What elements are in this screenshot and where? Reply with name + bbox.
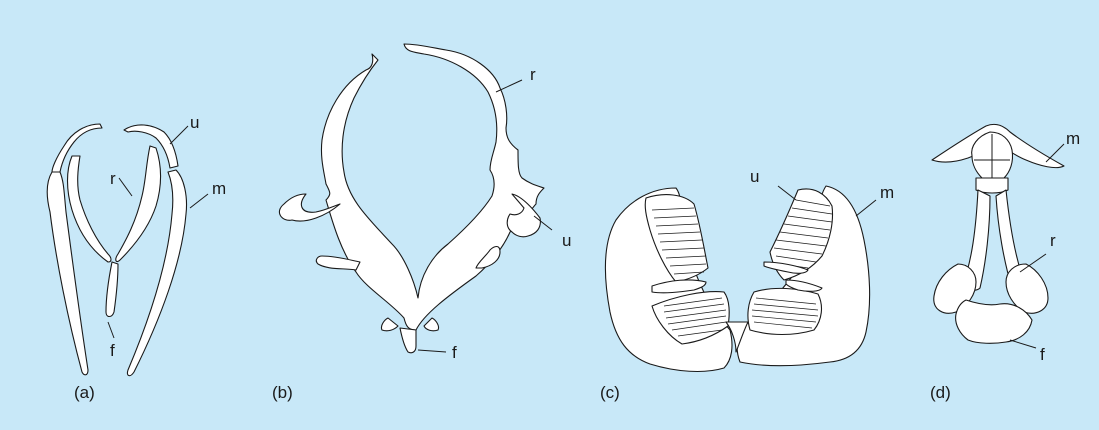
panel-a-r-leader [119,178,132,196]
panel-b-r-leader [496,80,522,92]
panel-c-caption: (c) [600,384,620,401]
panel-b-base-notch-left [381,318,398,331]
panel-d-caption: (d) [930,384,951,401]
panel-a-caption: (a) [74,384,95,401]
panel-a-drawing [47,124,208,376]
panel-c-label-m: m [880,184,894,201]
panel-a-left-inner-element [68,156,112,262]
panel-d-m-leader [1046,144,1064,162]
panel-b-label-u: u [562,232,571,249]
panel-c-label-u: u [750,168,759,185]
panel-b-caption: (b) [272,384,293,401]
panel-a-label-m: m [212,180,226,197]
panel-b-base-notch-right [424,318,439,331]
panel-b-label-f: f [452,344,457,361]
panel-a-center-rod [106,262,118,317]
panel-d-label-f: f [1040,346,1045,363]
panel-a-label-u: u [190,114,199,131]
panel-a-right-inner-element [116,146,161,262]
panel-a-f-leader [108,322,114,338]
panel-b-f-leader [418,350,446,352]
panel-d-label-r: r [1050,232,1056,249]
panel-a-label-f: f [110,342,115,359]
panel-b-base-tab [400,328,416,353]
panel-a-m-leader [190,194,208,208]
panel-d-label-m: m [1066,130,1080,147]
panel-a-u-leader [170,126,188,144]
panel-d-f-leader [1010,340,1036,348]
panel-a-left-outer-element [47,172,88,375]
panel-c-m-leader [856,200,876,216]
panel-b-label-r: r [530,66,536,83]
panel-c-u-leader [778,186,796,200]
panel-a-label-r: r [110,170,116,187]
panel-b-arch-element [321,44,544,330]
panel-d-drawing [932,124,1064,348]
panel-b-drawing [279,44,552,353]
panel-c-drawing [605,186,876,371]
panel-d-neck [976,178,1008,193]
